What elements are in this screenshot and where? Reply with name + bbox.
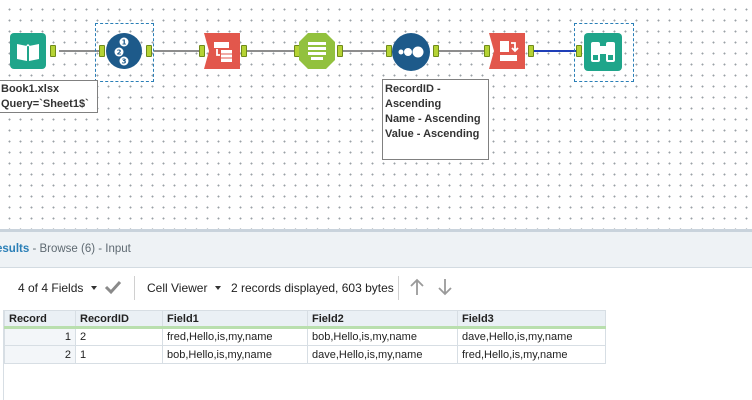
results-title: esults - Browse (6) - Input <box>0 243 131 255</box>
annotation-line: Ascending <box>385 98 442 110</box>
results-grid[interactable]: Record RecordID Field1 Field2 Field3 1 2… <box>4 310 606 364</box>
connection-line-selected[interactable] <box>532 50 576 52</box>
binoculars-icon <box>584 33 622 71</box>
checkmark-icon <box>104 280 122 295</box>
record-number-cell[interactable]: 2 <box>4 345 76 364</box>
records-status: 2 records displayed, 603 bytes <box>231 281 394 295</box>
output-anchor[interactable] <box>528 45 534 57</box>
workflow-canvas[interactable]: 1 2 3 <box>0 0 752 229</box>
results-toolbar: 4 of 4 Fields Cell Viewer 2 records disp… <box>0 268 752 308</box>
cell-viewer-label: Cell Viewer <box>147 281 208 295</box>
svg-text:1: 1 <box>122 39 127 47</box>
column-header-recordid[interactable]: RecordID <box>75 310 163 329</box>
selection-box <box>574 23 634 82</box>
header-row: Record RecordID Field1 Field2 Field3 <box>4 310 606 329</box>
connection-line[interactable] <box>59 50 101 52</box>
column-header-field3[interactable]: Field3 <box>457 310 606 329</box>
column-header-field1[interactable]: Field1 <box>162 310 308 329</box>
selection-box <box>95 23 154 82</box>
svg-text:2: 2 <box>117 49 122 57</box>
annotation-line: Book1.xlsx <box>1 83 60 95</box>
column-header-field2[interactable]: Field2 <box>307 310 458 329</box>
chevron-down-icon <box>91 286 98 290</box>
output-anchor[interactable] <box>50 45 56 57</box>
sort-annotation[interactable]: RecordID - Ascending Name - Ascending Va… <box>382 79 489 160</box>
annotation-line: Value - Ascending <box>385 128 480 140</box>
connection-line[interactable] <box>436 50 488 52</box>
connection-line[interactable] <box>244 50 295 52</box>
table-cell[interactable]: dave,Hello,is,my,name <box>457 327 606 346</box>
transpose-tool[interactable] <box>204 33 240 69</box>
output-anchor[interactable] <box>433 45 439 57</box>
input-annotation[interactable]: Book1.xlsx Query=`Sheet1$` <box>0 80 98 113</box>
browse-tool[interactable] <box>584 33 622 71</box>
results-header: esults - Browse (6) - Input <box>0 232 752 268</box>
svg-text:3: 3 <box>122 58 127 66</box>
output-anchor[interactable] <box>146 45 152 57</box>
arrow-down-icon <box>438 279 452 296</box>
input-anchor[interactable] <box>386 45 392 57</box>
records-status-text: 2 records displayed, 603 bytes <box>231 281 394 295</box>
table-cell[interactable]: dave,Hello,is,my,name <box>307 345 458 364</box>
grid-left-border <box>0 310 4 400</box>
table-cell[interactable]: fred,Hello,is,my,name <box>457 345 606 364</box>
summarize-icon <box>299 33 335 69</box>
cell-viewer-dropdown[interactable]: Cell Viewer <box>147 281 222 295</box>
output-anchor[interactable] <box>241 45 247 57</box>
table-row[interactable]: 1 2 fred,Hello,is,my,name bob,Hello,is,m… <box>4 327 606 346</box>
fields-dropdown-label: 4 of 4 Fields <box>18 281 84 295</box>
input-anchor[interactable] <box>576 45 582 57</box>
table-cell[interactable]: bob,Hello,is,my,name <box>162 345 308 364</box>
scroll-down-button[interactable] <box>437 278 453 296</box>
book-icon <box>10 33 46 69</box>
input-data-tool[interactable] <box>10 33 46 69</box>
connection-line[interactable] <box>154 50 201 52</box>
sort-icon <box>489 33 525 69</box>
toolbar-separator <box>134 276 135 300</box>
output-anchor[interactable] <box>337 45 343 57</box>
toolbar-separator <box>398 276 399 300</box>
arrow-up-icon <box>410 278 424 295</box>
table-cell[interactable]: bob,Hello,is,my,name <box>307 327 458 346</box>
column-header-record[interactable]: Record <box>4 310 76 329</box>
table-cell[interactable]: 1 <box>75 345 163 364</box>
annotation-line: Query=`Sheet1$` <box>1 98 89 110</box>
apply-checkmark-button[interactable] <box>104 279 122 295</box>
record-id-tool[interactable]: 1 2 3 <box>106 33 142 69</box>
transpose-icon <box>204 33 240 69</box>
annotation-line: Name - Ascending <box>385 113 481 125</box>
input-anchor[interactable] <box>99 45 105 57</box>
table-row[interactable]: 2 1 bob,Hello,is,my,name dave,Hello,is,m… <box>4 345 606 364</box>
crosstab-tool[interactable] <box>392 33 430 71</box>
numbered-circle-icon: 1 2 3 <box>106 33 142 69</box>
scroll-up-button[interactable] <box>409 278 425 296</box>
chevron-down-icon <box>215 286 222 290</box>
record-number-cell[interactable]: 1 <box>4 327 76 346</box>
input-anchor[interactable] <box>199 45 205 57</box>
crosstab-dots-icon <box>392 33 430 71</box>
connection-line[interactable] <box>340 50 390 52</box>
results-title-bold: esults <box>0 243 30 255</box>
table-cell[interactable]: 2 <box>75 327 163 346</box>
results-title-context: - Browse (6) - Input <box>29 243 131 255</box>
table-cell[interactable]: fred,Hello,is,my,name <box>162 327 308 346</box>
sort-tool[interactable] <box>489 33 525 69</box>
summarize-tool[interactable] <box>299 33 335 69</box>
annotation-line: RecordID - <box>385 83 441 95</box>
fields-dropdown[interactable]: 4 of 4 Fields <box>18 281 98 295</box>
input-anchor[interactable] <box>484 45 490 57</box>
panel-splitter[interactable] <box>0 229 752 232</box>
